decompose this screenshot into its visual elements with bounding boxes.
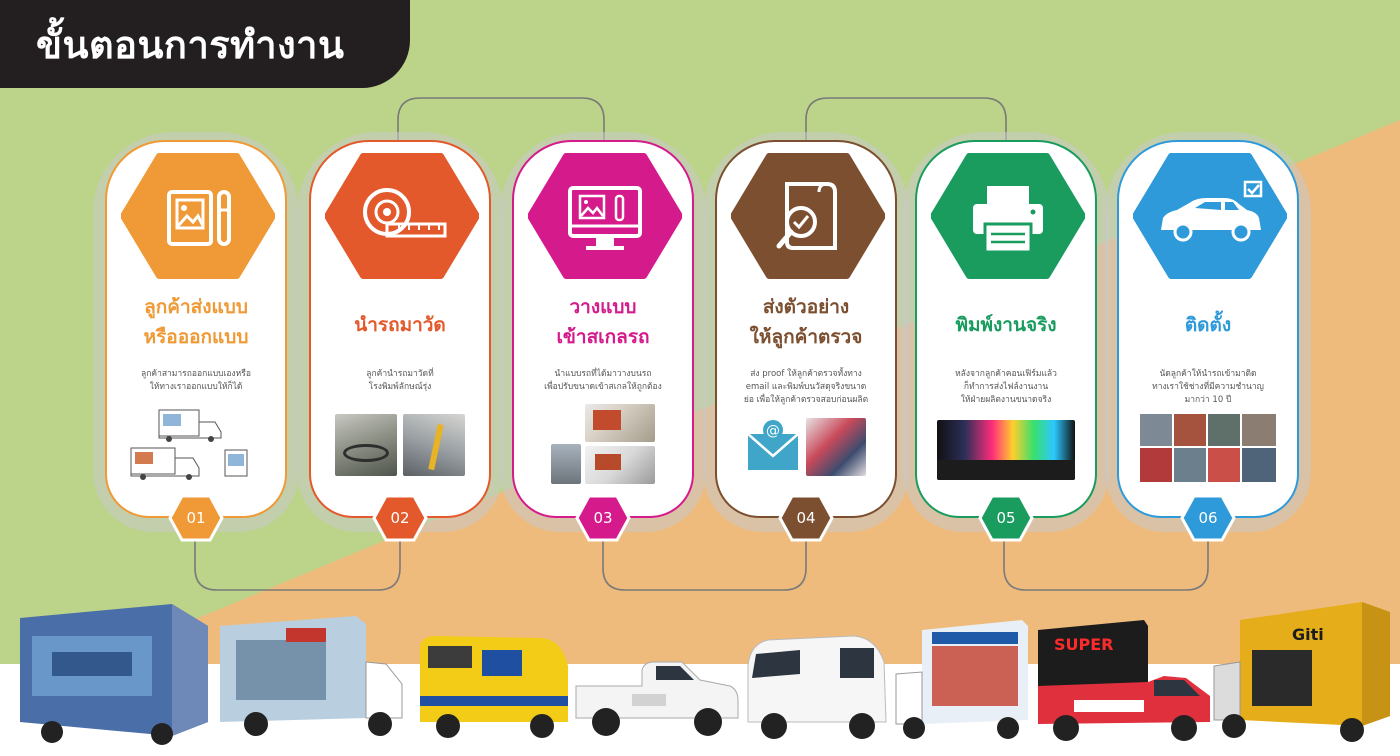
step-number-badge: 02 — [372, 494, 428, 542]
step-number-badge: 06 — [1180, 494, 1236, 542]
printing-machine-photo — [937, 420, 1075, 480]
yellow-van-image — [412, 626, 572, 746]
vehicles-strip: SUPER Giti — [0, 560, 1400, 756]
document-check-icon — [731, 153, 885, 279]
step-description: ลูกค้านำรถมาวัดที่ โรงพิมพ์ลักษณ์รุ่ง — [366, 369, 434, 392]
step-number-badge: 01 — [168, 494, 224, 542]
red-pickup-image: SUPER — [1034, 616, 1214, 746]
tape-measure-icon — [325, 153, 479, 279]
wrapped-box-truck-image — [12, 596, 212, 746]
step-card-body: ติดตั้ง นัดลูกค้าให้นำรถเข้ามาติด ทางเรา… — [1117, 140, 1299, 518]
scale-photo — [585, 446, 655, 484]
step-card-04: ส่งตัวอย่าง ให้ลูกค้าตรวจ ส่ง proof ให้ล… — [703, 132, 909, 542]
step-title: ส่งตัวอย่าง ให้ลูกค้าตรวจ — [749, 296, 863, 348]
step-title: ติดตั้ง — [1184, 314, 1232, 336]
step-card-06: ติดตั้ง นัดลูกค้าให้นำรถเข้ามาติด ทางเรา… — [1105, 132, 1311, 542]
measuring-photo — [403, 414, 465, 476]
step-card-01: ลูกค้าส่งแบบ หรือออกแบบ ลูกค้าสามารถออกแ… — [93, 132, 299, 542]
step-number-badge: 03 — [575, 494, 631, 542]
car-check-icon — [1133, 153, 1287, 279]
step-icon-hexagon — [528, 152, 682, 280]
step-description: ลูกค้าสามารถออกแบบเองหรือ ให้ทางเราออกแบ… — [141, 369, 251, 392]
page-title: ขั้นตอนการทำงาน — [36, 22, 345, 67]
truck-sketch-image — [130, 409, 248, 480]
monitor-design-icon — [528, 153, 682, 279]
proof-print-photo — [806, 418, 866, 476]
food-box-truck-image — [892, 616, 1032, 746]
step-card-03: วางแบบ เข้าสเกลรถ นำแบบรถที่ได้มาวางบนรถ… — [500, 132, 706, 542]
step-card-body: นำรถมาวัด ลูกค้านำรถมาวัดที่ โรงพิมพ์ลัก… — [309, 140, 491, 518]
installation-photos-grid — [1140, 414, 1276, 482]
printer-icon — [931, 153, 1085, 279]
step-number-badge: 04 — [778, 494, 834, 542]
wrapped-pickup-truck-image — [216, 606, 406, 746]
step-title: ลูกค้าส่งแบบ หรือออกแบบ — [143, 296, 249, 348]
step-photos — [524, 404, 682, 484]
step-icon-hexagon — [731, 152, 885, 280]
title-badge: ขั้นตอนการทำงาน — [0, 0, 410, 88]
step-card-body: ลูกค้าส่งแบบ หรือออกแบบ ลูกค้าสามารถออกแ… — [105, 140, 287, 518]
white-van-image — [742, 626, 892, 746]
svg-text:Giti: Giti — [1292, 625, 1324, 644]
step-card-body: ส่งตัวอย่าง ให้ลูกค้าตรวจ ส่ง proof ให้ล… — [715, 140, 897, 518]
step-icon-hexagon — [931, 152, 1085, 280]
step-description: ส่ง proof ให้ลูกค้าตรวจทั้งทาง email และ… — [743, 369, 869, 405]
step-photos — [117, 404, 275, 486]
step-icon-hexagon — [1133, 152, 1287, 280]
step-number-badge: 05 — [978, 494, 1034, 542]
step-title: วางแบบ เข้าสเกลรถ — [556, 296, 650, 348]
svg-text:@: @ — [766, 423, 780, 439]
step-description: หลังจากลูกค้าคอนเฟิร์มแล้ว ก็ทำการส่งไฟล… — [955, 369, 1057, 405]
step-title: นำรถมาวัด — [354, 314, 446, 336]
step-photos — [1129, 414, 1287, 482]
giti-box-truck-image: Giti — [1212, 596, 1392, 746]
step-description: นำแบบรถที่ได้มาวางบนรถ เพื่อปรับขนาดเข้า… — [544, 369, 662, 392]
image-brush-icon — [121, 153, 275, 279]
step-card-body: วางแบบ เข้าสเกลรถ นำแบบรถที่ได้มาวางบนรถ… — [512, 140, 694, 518]
step-card-05: พิมพ์งานจริง หลังจากลูกค้าคอนเฟิร์มแล้ว … — [903, 132, 1109, 542]
step-photos — [927, 420, 1085, 480]
measuring-photo — [335, 414, 397, 476]
svg-text:SUPER: SUPER — [1054, 635, 1114, 654]
steps-row: ลูกค้าส่งแบบ หรือออกแบบ ลูกค้าสามารถออกแ… — [93, 132, 1311, 542]
step-icon-hexagon — [121, 152, 275, 280]
step-photos: @ — [727, 418, 885, 476]
step-description: นัดลูกค้าให้นำรถเข้ามาติด ทางเราใช้ช่างท… — [1152, 369, 1264, 405]
step-card-02: นำรถมาวัด ลูกค้านำรถมาวัดที่ โรงพิมพ์ลัก… — [297, 132, 503, 542]
step-icon-hexagon — [325, 152, 479, 280]
step-title: พิมพ์งานจริง — [955, 314, 1057, 336]
step-photos — [321, 414, 479, 476]
step-card-body: พิมพ์งานจริง หลังจากลูกค้าคอนเฟิร์มแล้ว … — [915, 140, 1097, 518]
scale-photo — [585, 404, 655, 442]
white-pickup-image — [572, 636, 742, 746]
scale-photo — [551, 444, 581, 484]
email-icon: @ — [747, 420, 799, 470]
